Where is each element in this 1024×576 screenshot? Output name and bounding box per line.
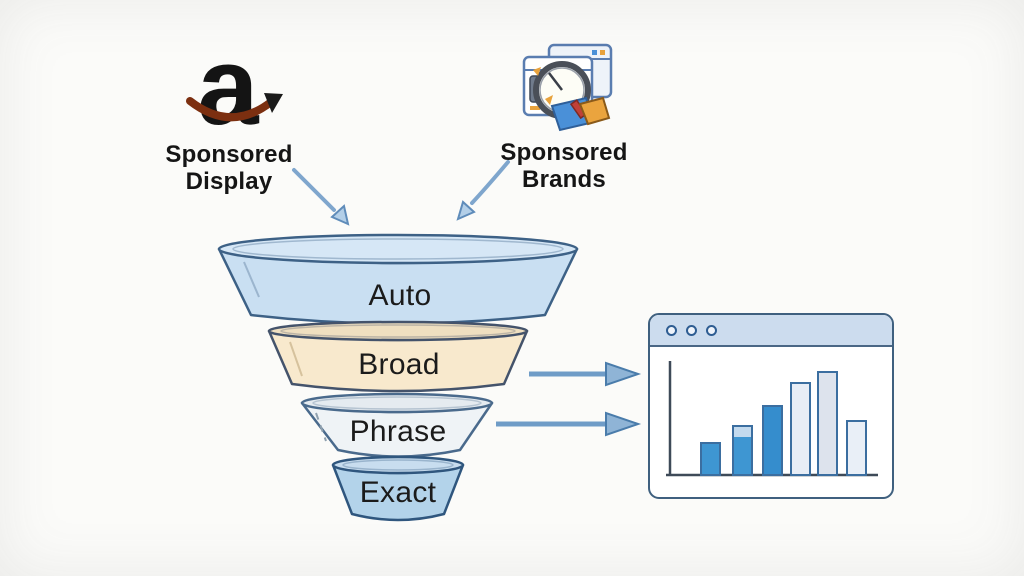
window-control-dot (686, 324, 697, 336)
funnel-layer-auto (217, 233, 579, 325)
amazon-logo-icon: a (186, 25, 283, 148)
chart-bar (817, 371, 838, 476)
window-control-dot (666, 324, 677, 336)
chart-bar (790, 382, 811, 476)
funnel-layer-exact (331, 455, 465, 522)
chart-bar (732, 425, 753, 476)
bars-group (700, 371, 867, 476)
results-window (648, 313, 894, 499)
funnel-label-exact: Exact (359, 476, 437, 509)
arrow-funnel-to-results-2-icon (496, 411, 642, 437)
chart-bar-fill (733, 426, 752, 475)
mini-bar-chart (666, 361, 878, 477)
chart-bar-fill (847, 421, 866, 475)
chart-area (650, 347, 892, 497)
chart-bar (846, 420, 867, 476)
sponsored-display-label: Sponsored Display (165, 141, 293, 195)
sponsored-brands-label: Sponsored Brands (500, 139, 628, 193)
chart-bar-fill (818, 372, 837, 475)
chart-bar-fill (701, 443, 720, 475)
chart-bar-cap (733, 426, 752, 437)
chart-bar (762, 405, 783, 476)
arrow-funnel-to-results-1-icon (529, 361, 642, 387)
window-control-dot (706, 324, 717, 336)
amazon-smile-arrowhead (264, 93, 283, 113)
arrow-brands-to-funnel-icon (456, 160, 510, 221)
chart-bar (700, 442, 721, 476)
funnel-layer-phrase (300, 392, 494, 458)
funnel-label-phrase: Phrase (349, 415, 447, 448)
orange-tag (578, 96, 611, 126)
amazon-letter: a (197, 25, 259, 148)
chart-bar-fill (791, 383, 810, 475)
funnel-label-broad: Broad (358, 348, 440, 381)
chart-bar-fill (763, 406, 782, 475)
arrow-display-to-funnel-icon (292, 168, 350, 226)
amazon-smile-icon (186, 97, 275, 122)
search-window-icon (522, 43, 613, 132)
funnel-layer-broad (267, 320, 529, 393)
funnel-label-auto: Auto (368, 279, 432, 312)
funnel (217, 233, 579, 522)
window-titlebar (650, 315, 892, 347)
